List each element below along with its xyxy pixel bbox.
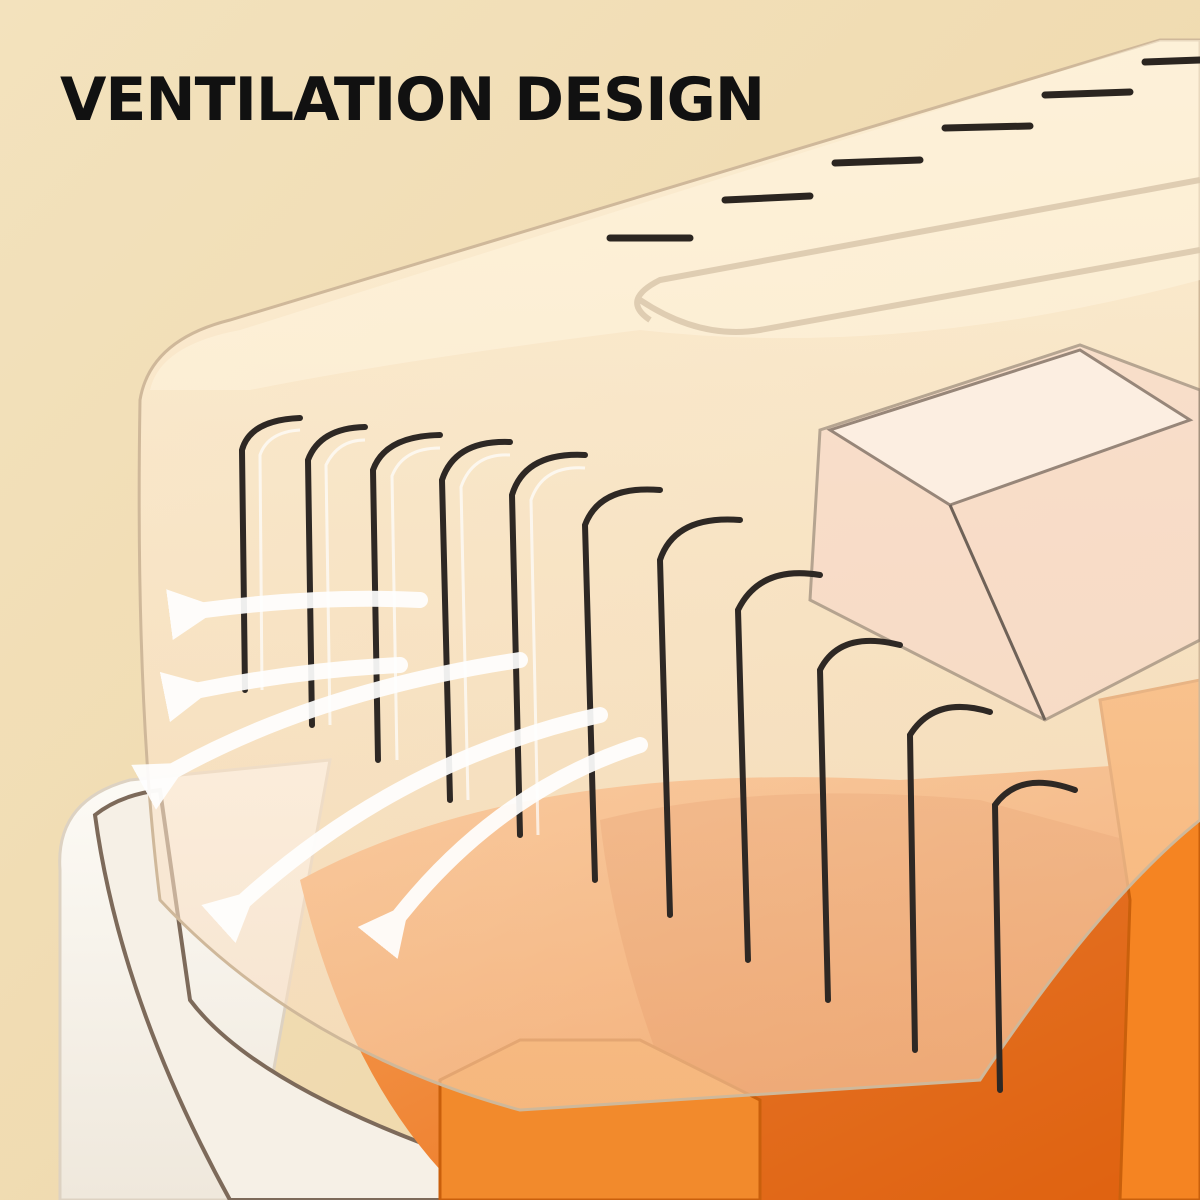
lid-handle-groove bbox=[634, 177, 1200, 335]
airflow-arrows bbox=[131, 589, 648, 959]
headline: VENTILATION DESIGN bbox=[60, 65, 765, 135]
side-vent-slots bbox=[238, 415, 1078, 1093]
clear-feeder-box bbox=[808, 343, 1200, 722]
top-vent-slits bbox=[606, 56, 1200, 242]
lid-top-surface bbox=[150, 40, 1200, 390]
vent-slot-highlights bbox=[258, 428, 586, 836]
